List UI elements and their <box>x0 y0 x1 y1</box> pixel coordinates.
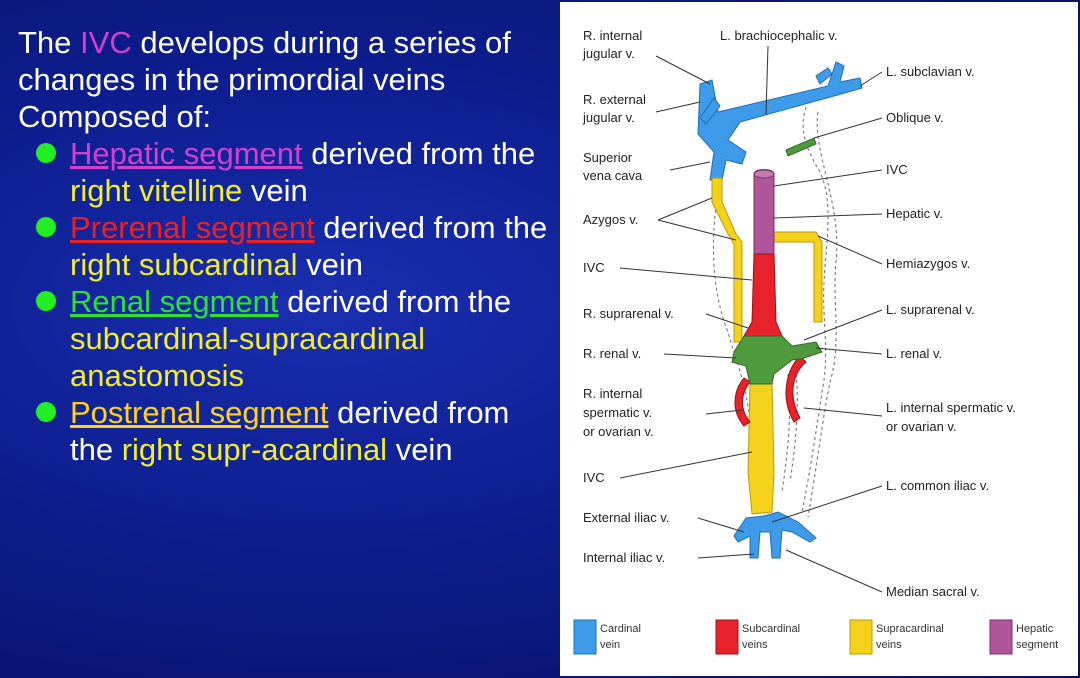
renal-segment <box>731 335 823 385</box>
label-azygos: Azygos v. <box>583 212 638 227</box>
label-internal-iliac: Internal iliac v. <box>583 550 665 565</box>
label-external-iliac: External iliac v. <box>583 510 669 525</box>
label-ivc: IVC <box>886 162 908 177</box>
segment-name: Prerenal segment <box>70 210 315 245</box>
legend-swatch-cardinal <box>573 619 597 655</box>
bullet-dot-icon <box>36 143 56 163</box>
legend-swatch-supracardinal <box>849 619 873 655</box>
label-l-internal-spermatic: L. internal spermatic v.or ovarian v. <box>886 400 1016 434</box>
source-vein: right subcardinal <box>70 247 298 282</box>
legend-swatch-subcardinal <box>715 619 739 655</box>
ivc-top-opening <box>753 169 775 179</box>
bullet-text: vein <box>242 173 308 208</box>
intro-text: The IVC develops during a series of chan… <box>18 24 548 98</box>
bullet-text: derived from the <box>302 136 536 171</box>
label-r-renal: R. renal v. <box>583 346 641 361</box>
oblique-vein <box>785 137 817 157</box>
label-r-suprarenal: R. suprarenal v. <box>583 306 674 321</box>
bullet-dot-icon <box>36 291 56 311</box>
label-l-suprarenal: L. suprarenal v. <box>886 302 975 317</box>
bullet-postrenal: Postrenal segment derived from the right… <box>18 394 548 468</box>
composed-heading: Composed of: <box>18 99 211 134</box>
bullet-prerenal: Prerenal segment derived from the right … <box>18 209 548 283</box>
source-vein: right vitelline <box>70 173 243 208</box>
label-ivc-lower: IVC <box>583 470 605 485</box>
intro-part: develops during a series of changes in t… <box>18 25 511 97</box>
hepatic-segment <box>753 169 775 255</box>
label-l-renal: L. renal v. <box>886 346 942 361</box>
source-vein: subcardinal-supracardinal anastomosis <box>70 321 425 393</box>
label-median-sacral: Median sacral v. <box>886 584 980 599</box>
bullet-text: vein <box>387 432 453 467</box>
slide-text: The IVC develops during a series of chan… <box>18 24 548 468</box>
label-l-common-iliac: L. common iliac v. <box>886 478 989 493</box>
cardinal-veins <box>697 61 863 559</box>
leader-lines <box>619 45 883 593</box>
label-ivc-upper: IVC <box>583 260 605 275</box>
legend-swatch-hepatic <box>989 619 1013 655</box>
bullet-dot-icon <box>36 217 56 237</box>
source-vein: right supr-acardinal <box>121 432 388 467</box>
label-hemiazygos: Hemiazygos v. <box>886 256 970 271</box>
bullet-renal: Renal segment derived from the subcardin… <box>18 283 548 394</box>
segment-name: Postrenal segment <box>70 395 329 430</box>
bullet-hepatic: Hepatic segment derived from the right v… <box>18 135 548 209</box>
bullet-dot-icon <box>36 402 56 422</box>
bullet-text: vein <box>297 247 363 282</box>
bullet-text: derived from the <box>278 284 512 319</box>
segment-name: Renal segment <box>70 284 279 319</box>
label-l-subclavian: L. subclavian v. <box>886 64 975 79</box>
label-oblique: Oblique v. <box>886 110 944 125</box>
label-hepatic: Hepatic v. <box>886 206 943 221</box>
subcardinal-veins <box>734 253 807 427</box>
ivc-term: IVC <box>80 25 132 60</box>
intro-part: The <box>18 25 81 60</box>
label-l-brachiocephalic: L. brachiocephalic v. <box>720 28 838 43</box>
segment-name: Hepatic segment <box>70 136 303 171</box>
right-labels: L. brachiocephalic v. L. subclavian v. O… <box>720 28 1016 599</box>
bullet-text: derived from the <box>70 395 510 467</box>
bullet-text: derived from the <box>314 210 548 245</box>
